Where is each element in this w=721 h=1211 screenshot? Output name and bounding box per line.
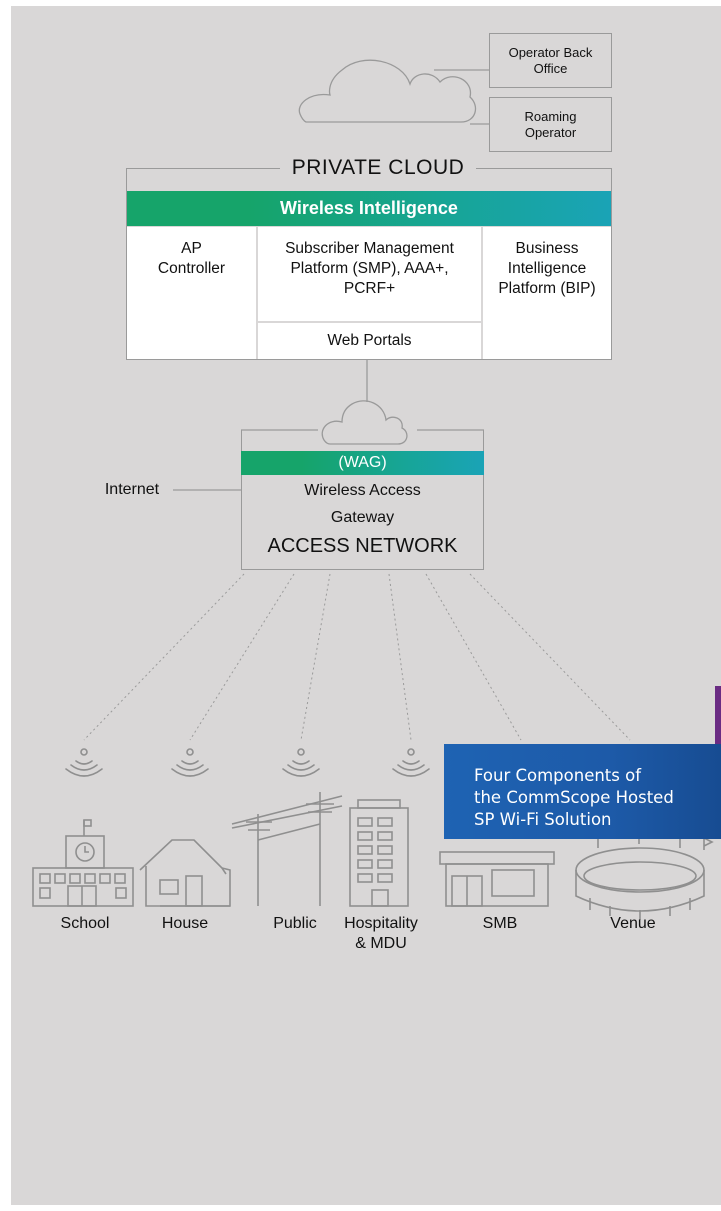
wireless-intelligence-bar: Wireless Intelligence	[127, 191, 611, 226]
wifi-icon	[392, 748, 430, 777]
ap-controller-cell: AP Controller	[127, 227, 256, 359]
caption-line3: SP Wi-Fi Solution	[474, 810, 612, 829]
school-icon	[32, 819, 134, 907]
wifi-icon	[65, 748, 103, 777]
access-network-frame	[241, 430, 484, 570]
site-label-public: Public	[273, 915, 317, 932]
site-label-venue: Venue	[610, 915, 656, 932]
web-portals-cell: Web Portals	[258, 323, 481, 359]
caption-box: Four Components of the CommScope Hosted …	[444, 744, 721, 839]
site-label-school: School	[60, 915, 110, 932]
roaming-operator-box: Roaming Operator	[489, 97, 612, 152]
bip-label: Business Intelligence Platform (BIP)	[498, 240, 596, 297]
house-icon	[139, 839, 231, 907]
wag-line2: Gateway	[330, 509, 395, 526]
caption-line2: the CommScope Hosted	[474, 788, 674, 807]
wag-bar: (WAG)	[241, 451, 484, 475]
public-icon	[231, 792, 343, 906]
hospitality-icon	[349, 799, 409, 907]
internet-label: Internet	[104, 481, 160, 498]
site-label-hospitality: Hospitality & MDU	[344, 915, 418, 952]
bip-cell: Business Intelligence Platform (BIP)	[483, 227, 611, 359]
smp-cell: Subscriber Management Platform (SMP), AA…	[258, 227, 481, 321]
smb-icon	[439, 851, 555, 907]
access-network-title: ACCESS NETWORK	[267, 535, 458, 557]
site-label-smb: SMB	[482, 915, 518, 932]
site-label-house: House	[161, 915, 209, 932]
operator-back-office-box: Operator Back Office	[489, 33, 612, 88]
smp-label: Subscriber Management Platform (SMP), AA…	[285, 240, 454, 297]
wag-line1: Wireless Access	[304, 482, 421, 499]
cloud-icon	[321, 400, 408, 445]
web-portals-label: Web Portals	[327, 332, 412, 349]
ap-controller-label: AP Controller	[157, 240, 226, 277]
cloud-icon	[298, 59, 477, 123]
caption-line1: Four Components of	[474, 766, 642, 785]
wifi-icon	[171, 748, 209, 777]
caption-accent-bar	[715, 686, 721, 744]
private-cloud-title: PRIVATE CLOUD	[280, 154, 476, 182]
wifi-icon	[282, 748, 320, 777]
